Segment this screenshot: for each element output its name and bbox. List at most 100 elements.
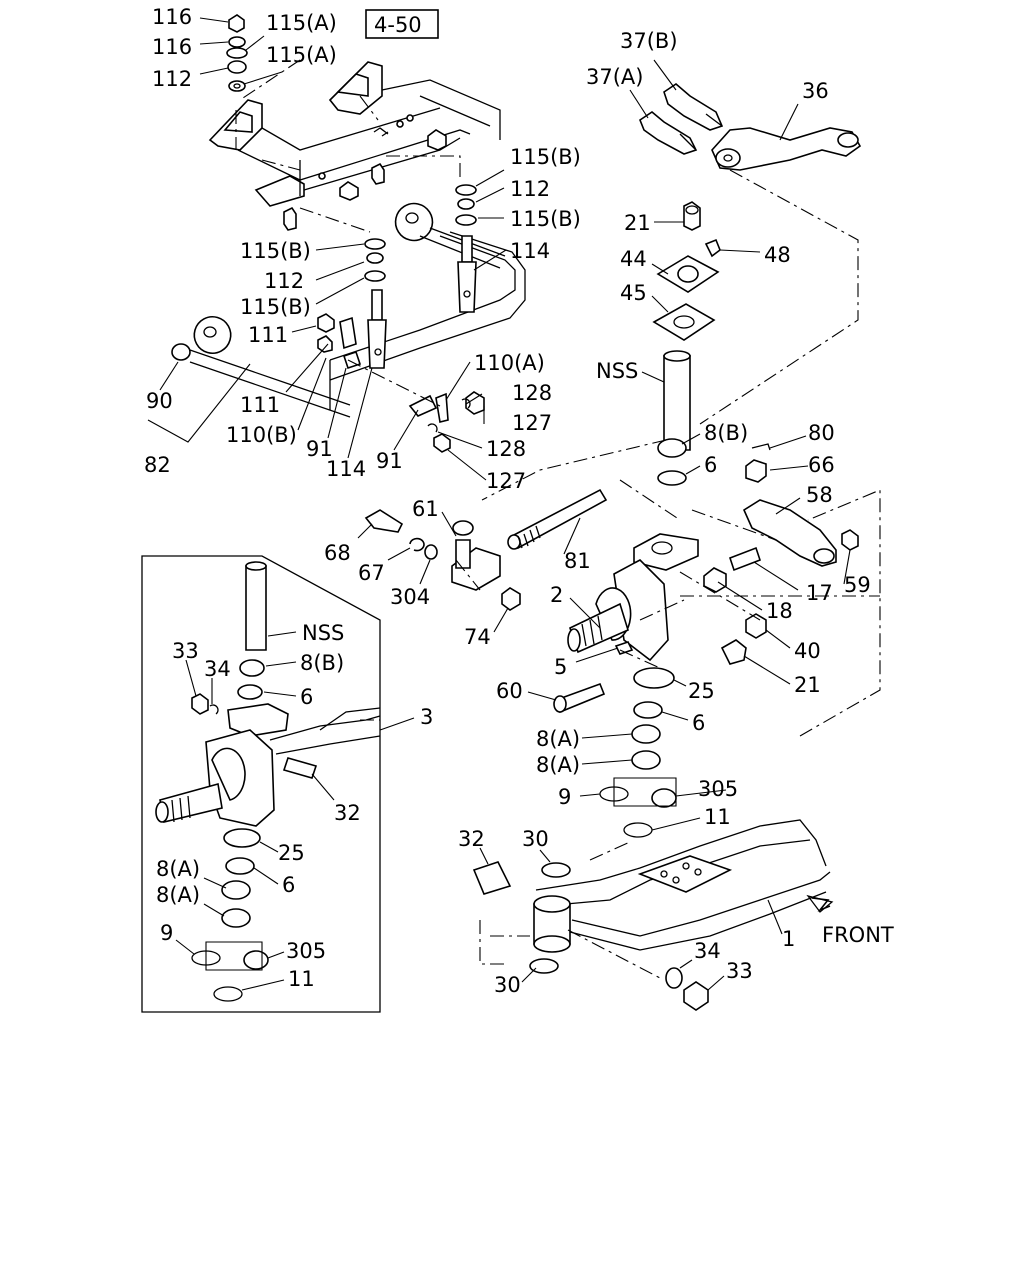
label-80: 80 xyxy=(808,421,835,445)
label-114a: 114 xyxy=(510,239,550,263)
reference-label: 4-50 xyxy=(374,13,422,37)
label-11a: 11 xyxy=(704,805,731,829)
label-9a: 9 xyxy=(558,785,571,809)
label-1: 1 xyxy=(782,927,795,951)
label-36: 36 xyxy=(802,79,829,103)
label-34b: 34 xyxy=(694,939,721,963)
label-127b: 127 xyxy=(486,469,526,493)
label-17: 17 xyxy=(806,581,833,605)
label-116b: 116 xyxy=(152,35,192,59)
part-labels: 116 116 115(A) 115(A) 112 4-50 37(B) 37(… xyxy=(144,5,894,997)
label-30b: 30 xyxy=(494,973,521,997)
label-68: 68 xyxy=(324,541,351,565)
label-58: 58 xyxy=(806,483,833,507)
leader-lines xyxy=(147,17,851,991)
label-67: 67 xyxy=(358,561,385,585)
inset-alternative-knuckle-box xyxy=(141,555,381,1013)
label-6a: 6 xyxy=(704,453,717,477)
label-34a: 34 xyxy=(204,657,231,681)
label-74: 74 xyxy=(464,625,491,649)
label-25b: 25 xyxy=(278,841,305,865)
label-127a: 127 xyxy=(512,411,552,435)
label-NSS-b: NSS xyxy=(302,621,344,645)
label-59: 59 xyxy=(844,573,871,597)
label-60: 60 xyxy=(496,679,523,703)
label-18: 18 xyxy=(766,599,793,623)
label-21a: 21 xyxy=(624,211,651,235)
label-25a: 25 xyxy=(688,679,715,703)
label-110A: 110(A) xyxy=(474,351,545,375)
nut-washer-stack-top xyxy=(226,14,248,92)
label-32b: 32 xyxy=(458,827,485,851)
label-2: 2 xyxy=(550,583,563,607)
steering-arm-parts xyxy=(703,443,859,665)
label-81: 81 xyxy=(564,549,591,573)
label-304: 304 xyxy=(390,585,430,609)
label-115B-b: 115(B) xyxy=(510,207,581,231)
label-115A-b: 115(A) xyxy=(266,43,337,67)
label-114b: 114 xyxy=(326,457,366,481)
stabilizer-bar xyxy=(189,202,526,418)
label-8A-c: 8(A) xyxy=(156,857,200,881)
label-305b: 305 xyxy=(286,939,326,963)
label-21b: 21 xyxy=(794,673,821,697)
label-111b: 111 xyxy=(240,393,280,417)
label-30a: 30 xyxy=(522,827,549,851)
upper-kingpin-parts xyxy=(652,201,721,486)
link-washers-right xyxy=(455,184,477,226)
link-washers-left xyxy=(364,238,386,282)
front-axle-beam xyxy=(472,819,834,1011)
label-8A-a: 8(A) xyxy=(536,727,580,751)
label-66: 66 xyxy=(808,453,835,477)
label-128a: 128 xyxy=(512,381,552,405)
steering-knuckle xyxy=(567,533,699,662)
label-112c: 112 xyxy=(264,269,304,293)
bracket-bolts xyxy=(171,313,485,453)
label-8B-b: 8(B) xyxy=(300,651,344,675)
label-112a: 112 xyxy=(152,67,192,91)
label-44: 44 xyxy=(620,247,647,271)
label-NSS-a: NSS xyxy=(596,359,638,383)
label-90: 90 xyxy=(146,389,173,413)
label-115B-c: 115(B) xyxy=(240,239,311,263)
lower-bearing-stack xyxy=(553,667,677,838)
label-305a: 305 xyxy=(698,777,738,801)
label-48: 48 xyxy=(764,243,791,267)
label-11b: 11 xyxy=(288,967,315,991)
stabilizer-link-left xyxy=(367,289,387,369)
label-9b: 9 xyxy=(160,921,173,945)
label-37B: 37(B) xyxy=(620,29,678,53)
label-115B-a: 115(B) xyxy=(510,145,581,169)
idler-arm-assembly xyxy=(639,82,862,171)
label-112b: 112 xyxy=(510,177,550,201)
stabilizer-link-right xyxy=(457,235,477,313)
label-61: 61 xyxy=(412,497,439,521)
label-32a: 32 xyxy=(334,801,361,825)
label-91a: 91 xyxy=(306,437,333,461)
tie-rod-and-end xyxy=(364,488,608,611)
label-110B: 110(B) xyxy=(226,423,297,447)
label-33b: 33 xyxy=(726,959,753,983)
label-40: 40 xyxy=(794,639,821,663)
label-45: 45 xyxy=(620,281,647,305)
label-111a: 111 xyxy=(248,323,288,347)
label-82: 82 xyxy=(144,453,171,477)
reference-page-box xyxy=(365,9,439,39)
label-8A-d: 8(A) xyxy=(156,883,200,907)
label-37A: 37(A) xyxy=(586,65,643,89)
label-8A-b: 8(A) xyxy=(536,753,580,777)
label-5: 5 xyxy=(554,655,567,679)
label-33a: 33 xyxy=(172,639,199,663)
label-front: FRONT xyxy=(822,923,894,947)
label-115A-a: 115(A) xyxy=(266,11,337,35)
frame-crossmember xyxy=(208,59,501,231)
label-3: 3 xyxy=(420,705,433,729)
label-6c: 6 xyxy=(692,711,705,735)
assembly-dash-lines xyxy=(299,155,881,979)
label-116a: 116 xyxy=(152,5,192,29)
label-91b: 91 xyxy=(376,449,403,473)
label-6b: 6 xyxy=(300,685,313,709)
label-8B-a: 8(B) xyxy=(704,421,748,445)
label-128b: 128 xyxy=(486,437,526,461)
